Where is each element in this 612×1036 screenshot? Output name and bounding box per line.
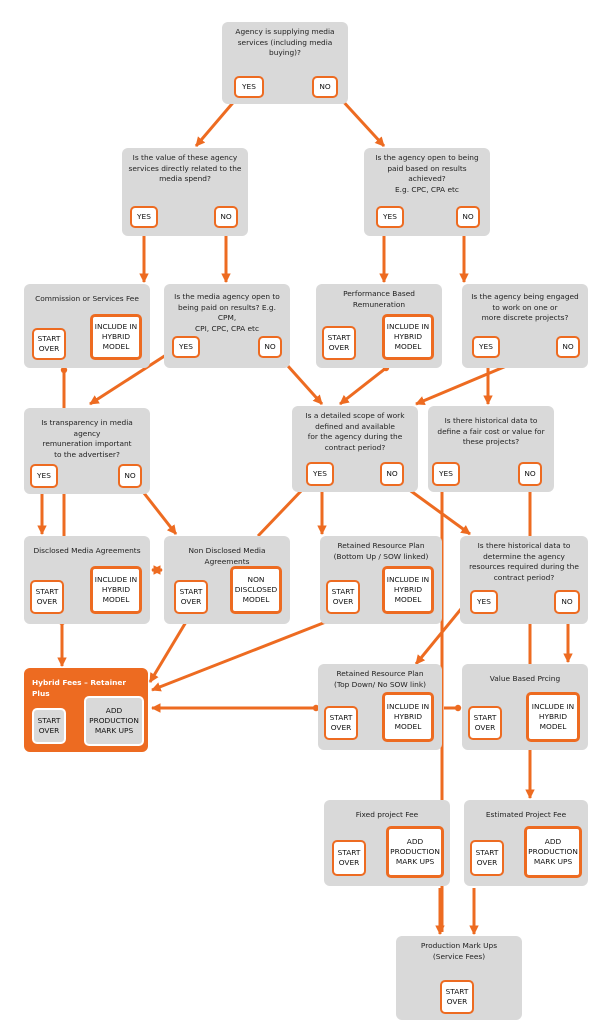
non-disclosed-model-button[interactable]: NON DISCLOSED MODEL (230, 566, 282, 614)
start-over-button[interactable]: START OVER (322, 326, 356, 360)
node-retained-resource-top-down: Retained Resource Plan (Top Down/ No SOW… (318, 664, 442, 750)
add-production-mark-ups-button[interactable]: ADD PRODUCTION MARK UPS (386, 826, 444, 878)
node-title: Hybrid Fees – Retainer Plus (32, 678, 127, 698)
connector-dot (454, 704, 462, 712)
connector-arrow (338, 96, 386, 148)
node-commission-services-fee: Commission or Services Fee START OVER IN… (24, 284, 150, 368)
start-over-button[interactable]: START OVER (468, 706, 502, 740)
connector-dot (312, 704, 320, 712)
node-value-based-pricing: Value Based Prcing START OVER INCLUDE IN… (462, 664, 588, 750)
connector-arrow (148, 621, 188, 683)
include-in-hybrid-button[interactable]: INCLUDE IN HYBRID MODEL (90, 314, 142, 360)
no-button[interactable]: NO (214, 206, 238, 228)
connector-arrow (256, 488, 304, 538)
start-over-button[interactable]: START OVER (332, 840, 366, 876)
node-disclosed-media-agreements: Disclosed Media Agreements START OVER IN… (24, 536, 150, 624)
yes-button[interactable]: YES (130, 206, 158, 228)
node-agency-supplying-media: Agency is supplying media services (incl… (222, 22, 348, 104)
connector-arrow (138, 487, 178, 535)
start-over-button[interactable]: START OVER (32, 708, 66, 744)
start-over-button[interactable]: START OVER (174, 580, 208, 614)
node-fixed-project-fee: Fixed project Fee START OVER ADD PRODUCT… (324, 800, 450, 886)
no-button[interactable]: NO (118, 464, 142, 488)
connector-arrow (339, 366, 387, 406)
no-button[interactable]: NO (556, 336, 580, 358)
node-detailed-scope-of-work: Is a detailed scope of work defined and … (292, 406, 418, 492)
include-in-hybrid-button[interactable]: INCLUDE IN HYBRID MODEL (382, 314, 434, 360)
yes-button[interactable]: YES (234, 76, 264, 98)
node-title: Is there historical data to determine th… (469, 541, 579, 582)
start-over-button[interactable]: START OVER (326, 580, 360, 614)
node-title: Is the agency being engaged to work on o… (471, 292, 579, 322)
node-title: Value Based Prcing (489, 674, 561, 683)
yes-button[interactable]: YES (172, 336, 200, 358)
start-over-button[interactable]: START OVER (32, 328, 66, 360)
start-over-button[interactable]: START OVER (324, 706, 358, 740)
yes-button[interactable]: YES (472, 336, 500, 358)
node-title: Is a detailed scope of work defined and … (305, 411, 405, 452)
yes-button[interactable]: YES (306, 462, 334, 486)
node-value-related-to-spend: Is the value of these agency services di… (122, 148, 248, 236)
include-in-hybrid-button[interactable]: INCLUDE IN HYBRID MODEL (90, 566, 142, 614)
node-title: Is transparency in media agency remunera… (41, 418, 133, 459)
connector-arrow (194, 97, 239, 147)
node-media-agency-results: Is the media agency open to being paid o… (164, 284, 290, 368)
yes-button[interactable]: YES (470, 590, 498, 614)
node-title: Production Mark Ups (Service Fees) (420, 941, 498, 961)
no-button[interactable]: NO (312, 76, 338, 98)
node-title: Disclosed Media Agreements (33, 546, 141, 555)
node-title: Is the media agency open to being paid o… (174, 292, 280, 333)
node-title: Is there historical data to define a fai… (437, 416, 545, 446)
yes-button[interactable]: YES (376, 206, 404, 228)
yes-button[interactable]: YES (432, 462, 460, 486)
node-title: Is the value of these agency services di… (128, 153, 242, 183)
node-retained-resource-bottom-up: Retained Resource Plan (Bottom Up / SOW … (320, 536, 442, 624)
node-title: Fixed project Fee (355, 810, 419, 819)
start-over-button[interactable]: START OVER (470, 840, 504, 876)
no-button[interactable]: NO (456, 206, 480, 228)
node-historical-data-resources: Is there historical data to determine th… (460, 536, 588, 624)
yes-button[interactable]: YES (30, 464, 58, 488)
include-in-hybrid-button[interactable]: INCLUDE IN HYBRID MODEL (382, 692, 434, 742)
connector-dot (60, 366, 68, 374)
add-production-mark-ups-button[interactable]: ADD PRODUCTION MARK UPS (524, 826, 582, 878)
node-open-to-results-payment: Is the agency open to being paid based o… (364, 148, 490, 236)
connector-arrow (403, 484, 471, 536)
node-title: Non Disclosed Media Agreements (188, 546, 266, 566)
node-historical-data-projects: Is there historical data to define a fai… (428, 406, 554, 492)
start-over-button[interactable]: START OVER (440, 980, 474, 1014)
node-estimated-project-fee: Estimated Project Fee START OVER ADD PRO… (464, 800, 588, 886)
include-in-hybrid-button[interactable]: INCLUDE IN HYBRID MODEL (382, 566, 434, 614)
node-non-disclosed-media-agreements: Non Disclosed Media Agreements START OVE… (164, 536, 290, 624)
node-title: Commission or Services Fee (35, 294, 139, 303)
node-discrete-projects: Is the agency being engaged to work on o… (462, 284, 588, 368)
node-transparency-important: Is transparency in media agency remunera… (24, 408, 150, 494)
node-production-mark-ups: Production Mark Ups (Service Fees) START… (396, 936, 522, 1020)
node-title: Is the agency open to being paid based o… (375, 153, 479, 194)
connector-arrow (151, 616, 337, 692)
no-button[interactable]: NO (554, 590, 580, 614)
no-button[interactable]: NO (380, 462, 404, 486)
add-production-mark-ups-button[interactable]: ADD PRODUCTION MARK UPS (84, 696, 144, 746)
start-over-button[interactable]: START OVER (30, 580, 64, 614)
include-in-hybrid-button[interactable]: INCLUDE IN HYBRID MODEL (526, 692, 580, 742)
node-title: Retained Resource Plan (Bottom Up / SOW … (333, 541, 429, 561)
node-title: Agency is supplying media services (incl… (235, 27, 335, 57)
node-hybrid-fees-retainer-plus: Hybrid Fees – Retainer Plus START OVER A… (24, 668, 148, 752)
node-performance-based-remuneration: Performance Based Remuneration START OVE… (316, 284, 442, 368)
no-button[interactable]: NO (258, 336, 282, 358)
node-title: Performance Based Remuneration (343, 289, 415, 309)
no-button[interactable]: NO (518, 462, 542, 486)
node-title: Estimated Project Fee (485, 810, 567, 819)
node-title: Retained Resource Plan (Top Down/ No SOW… (333, 669, 426, 689)
